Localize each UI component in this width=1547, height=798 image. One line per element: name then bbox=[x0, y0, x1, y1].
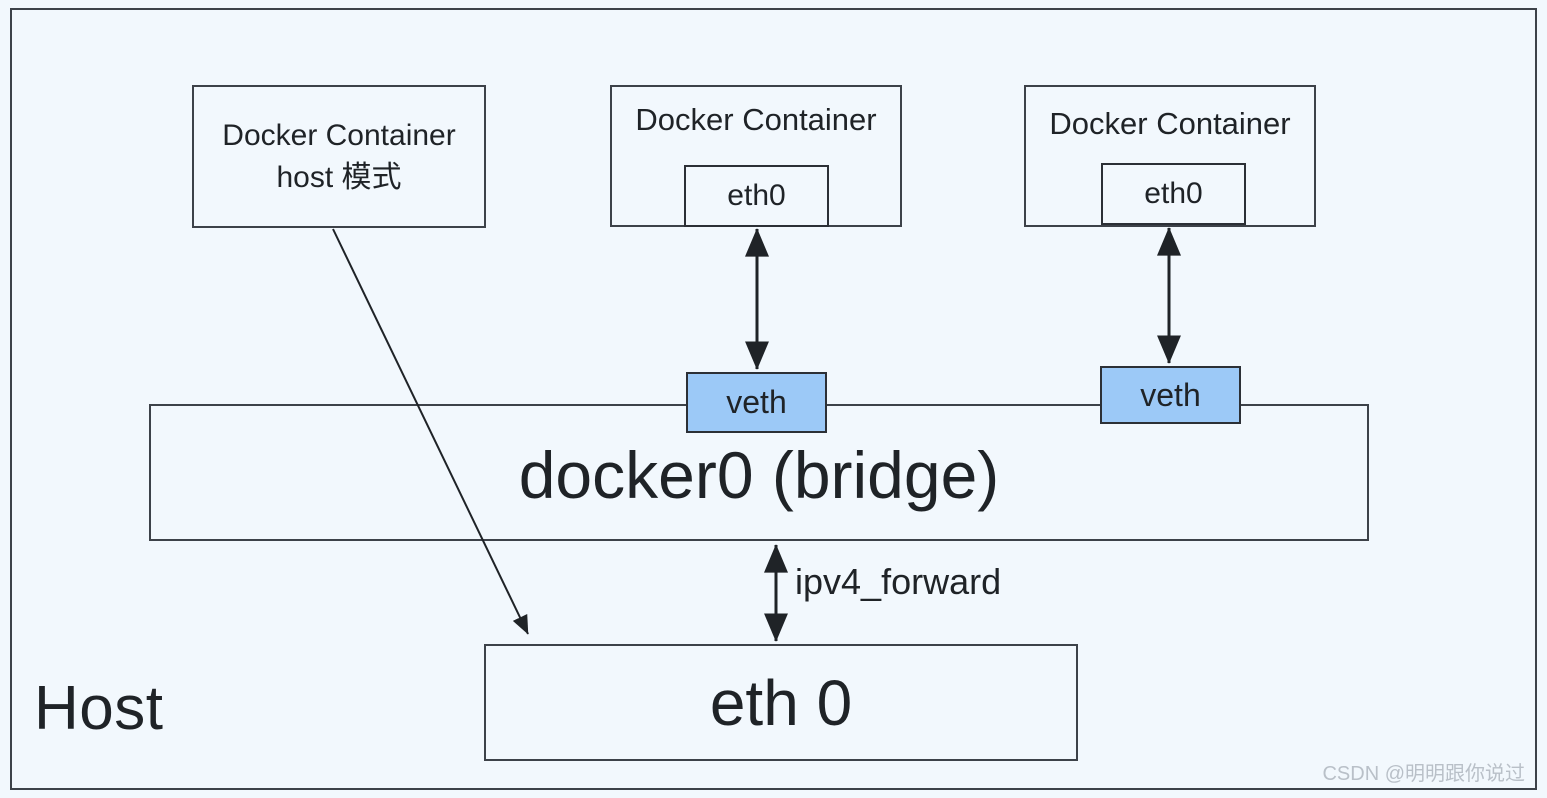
container-interface-eth0-2[interactable]: eth0 bbox=[1101, 163, 1246, 225]
container-title-bridge-1: Docker Container bbox=[635, 102, 877, 137]
container-subtitle-host-mode: host 模式 bbox=[276, 160, 402, 194]
container-title-host-mode: Docker Container bbox=[222, 119, 456, 152]
container-interface-eth0-1[interactable]: eth0 bbox=[684, 165, 829, 227]
host-eth0-nic[interactable]: eth 0 bbox=[484, 644, 1078, 761]
host-label: Host bbox=[34, 674, 164, 743]
host-eth0-label: eth 0 bbox=[709, 666, 853, 739]
csdn-watermark: CSDN @明明跟你说过 bbox=[1322, 763, 1525, 785]
docker0-bridge-label: docker0 (bridge) bbox=[518, 437, 1000, 512]
docker-container-host-mode[interactable]: Docker Container host 模式 bbox=[192, 85, 486, 228]
veth-right[interactable]: veth bbox=[1100, 366, 1241, 424]
container-title-bridge-2: Docker Container bbox=[1049, 106, 1291, 141]
veth-left[interactable]: veth bbox=[686, 372, 827, 433]
ipv4-forward-label: ipv4_forward bbox=[795, 561, 1002, 602]
